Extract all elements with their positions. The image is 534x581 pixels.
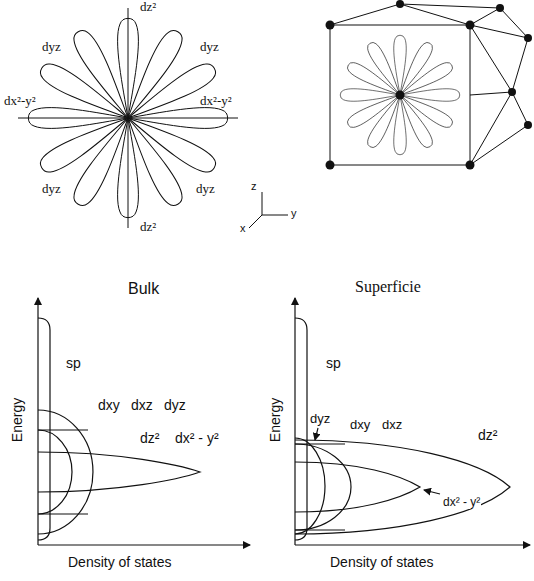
axis-label: y	[291, 207, 297, 219]
band-label: dxz	[131, 398, 153, 413]
panel-title: Superficie	[355, 278, 421, 296]
band-label: dxy	[98, 398, 120, 413]
band-label: dyz	[310, 412, 330, 426]
surface-orbital	[340, 35, 460, 155]
band-label: sp	[66, 356, 81, 371]
orbital-lobe	[397, 60, 455, 101]
band-label: dyz	[164, 398, 186, 413]
band-label: dxz	[382, 418, 402, 432]
orbital-label: dyz	[196, 182, 215, 196]
axis-title: Density of states	[330, 555, 434, 570]
axis-label: z	[251, 180, 257, 192]
band-label: dx² - y²	[175, 431, 219, 446]
panel-title: Bulk	[128, 280, 159, 298]
band-label: dx² - y²	[442, 496, 481, 509]
orbital-label: dx²-y²	[200, 94, 232, 108]
lattice-atoms	[326, 0, 533, 170]
bulk-dos	[38, 298, 250, 545]
orbital-label: dyz	[42, 182, 61, 196]
orbital-label: dz²	[140, 0, 156, 14]
band-label: sp	[326, 356, 341, 371]
lattice	[330, 4, 528, 165]
band-label: dz²	[140, 431, 159, 446]
surface-dos	[295, 298, 530, 545]
orbital-label: dyz	[200, 40, 219, 54]
axes-icon	[249, 192, 288, 228]
band-label: dxy	[350, 418, 370, 432]
axis-title: Energy	[268, 398, 283, 442]
axis-title: Energy	[10, 398, 25, 442]
orbital-label: dx²-y²	[4, 94, 36, 108]
orbital-label: dz²	[140, 220, 156, 234]
axis-title: Density of states	[68, 555, 172, 570]
band-label: dz²	[478, 428, 497, 443]
axis-label: x	[240, 222, 246, 234]
orbital-label: dyz	[42, 40, 61, 54]
